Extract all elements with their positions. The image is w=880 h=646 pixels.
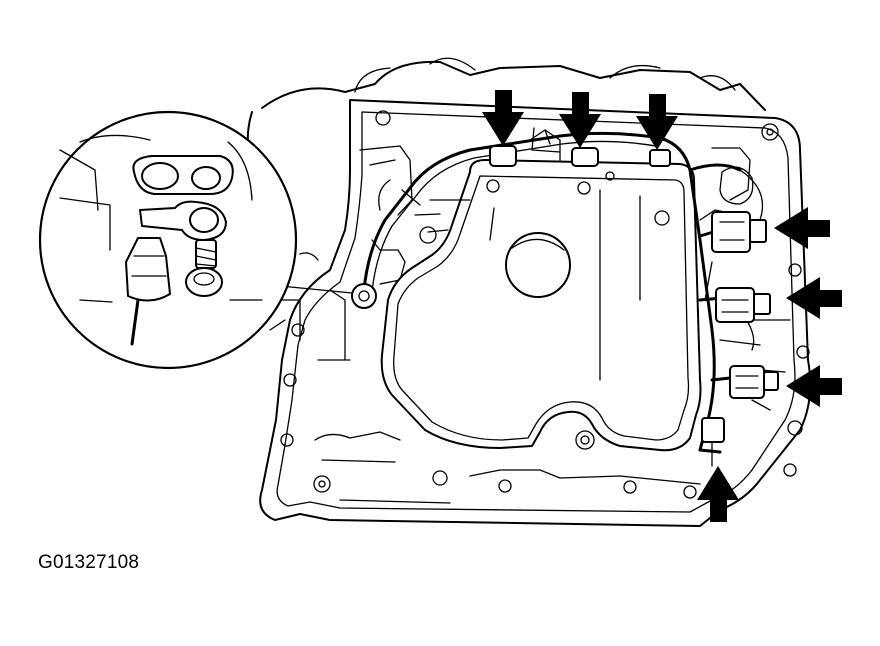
connector-bottom — [701, 417, 725, 467]
arrow-left-2-icon — [786, 277, 842, 319]
solenoids-right — [711, 166, 779, 399]
indicator-arrows — [482, 90, 842, 522]
wire-clamp — [351, 283, 377, 309]
arrow-down-1-icon — [482, 90, 524, 146]
arrow-up-1-icon — [697, 466, 739, 522]
transmission-case-outline — [246, 57, 812, 527]
arrow-left-3-icon — [786, 365, 842, 407]
wire-harness — [362, 131, 764, 454]
arrow-left-1-icon — [774, 207, 830, 249]
valve-body-cover — [380, 159, 702, 452]
arrow-down-2-icon — [559, 92, 601, 148]
magnified-detail-view — [38, 110, 298, 370]
arrow-down-3-icon — [636, 94, 678, 150]
figure-id-label: G01327108 — [38, 552, 140, 573]
